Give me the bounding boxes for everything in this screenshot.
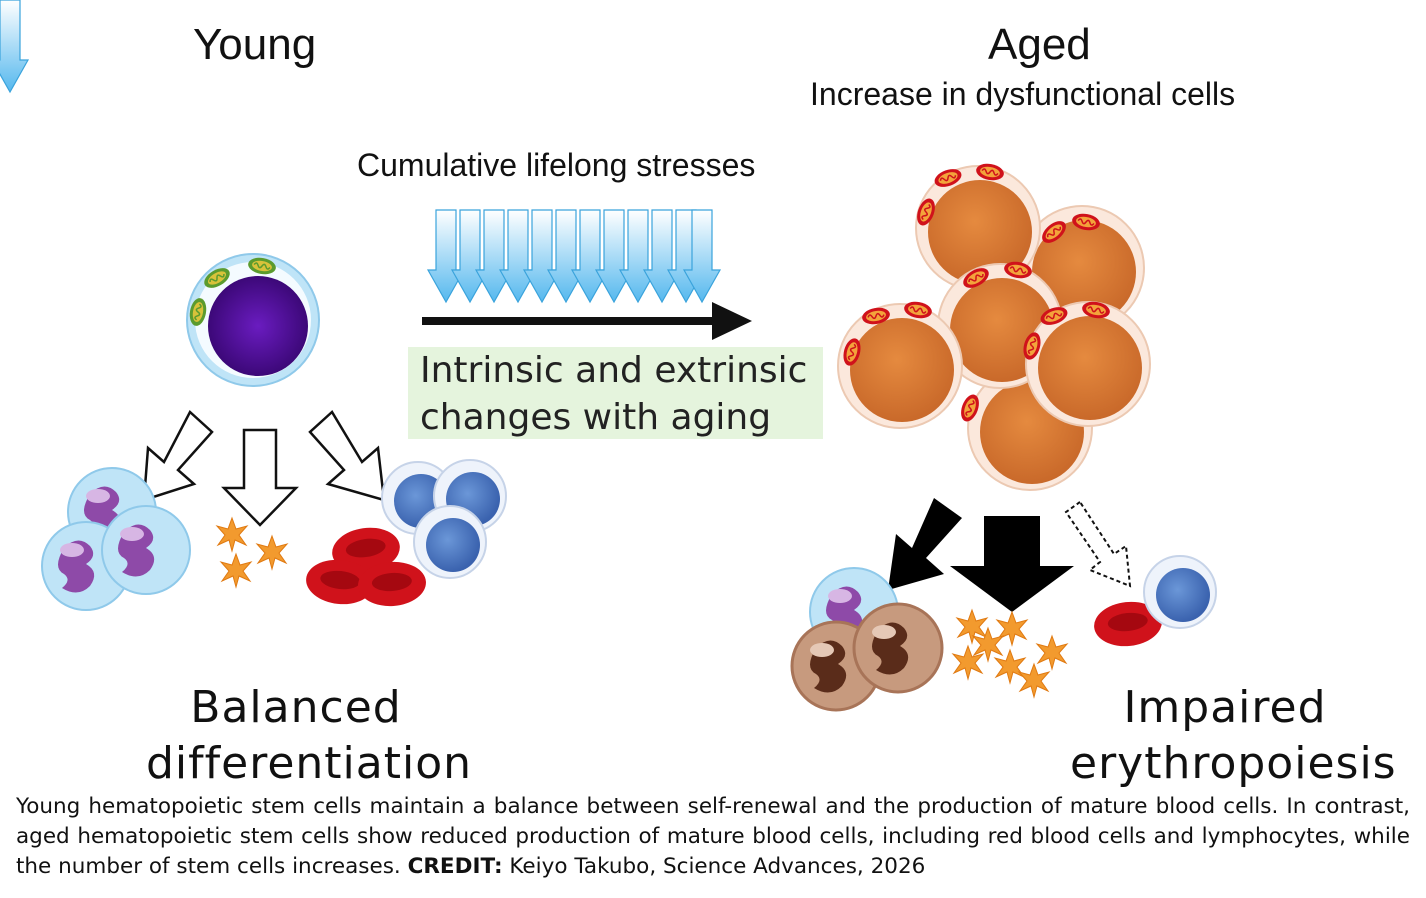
aged-subheading: Increase in dysfunctional cells — [810, 76, 1236, 112]
caption-credit-label: CREDIT: — [407, 854, 503, 879]
aging-changes-box — [408, 347, 823, 439]
timeline-arrow — [422, 302, 752, 340]
aging-changes-label: Intrinsic and extrinsic changes with agi… — [420, 347, 820, 441]
young-differentiation-arrows — [142, 409, 386, 527]
aged-differentiation-arrows — [888, 498, 1132, 612]
aged-stem-cell-cluster-icon — [837, 160, 1151, 491]
balanced-differentiation-label: Balanced differentiation — [146, 680, 473, 792]
impaired-line1: Impaired — [1123, 682, 1327, 733]
caption-text: Young hematopoietic stem cells maintain … — [16, 794, 1410, 879]
young-stem-cell-icon — [186, 253, 320, 387]
red-blood-cell-icon — [303, 523, 428, 609]
aging-changes-line2: changes with aging — [420, 397, 772, 438]
aged-lymphocyte-icon — [1143, 555, 1217, 629]
figure-caption: Young hematopoietic stem cells maintain … — [16, 792, 1410, 882]
impaired-line2: erythropoiesis — [1070, 738, 1397, 789]
balanced-line1: Balanced — [190, 682, 402, 733]
aged-platelet-icon — [952, 609, 1068, 698]
young-heading: Young — [193, 20, 317, 69]
balanced-line2: differentiation — [146, 738, 473, 789]
lymphocyte-icon — [381, 459, 507, 579]
aged-heading: Aged — [988, 20, 1091, 69]
stress-arrows-icon — [0, 0, 721, 303]
stress-label: Cumulative lifelong stresses — [357, 147, 756, 183]
platelet-icon — [216, 517, 288, 588]
caption-credit-value: Keiyo Takubo, Science Advances, 2026 — [509, 854, 926, 879]
impaired-erythropoiesis-label: Impaired erythropoiesis — [1070, 680, 1397, 792]
aging-changes-line1: Intrinsic and extrinsic — [420, 350, 808, 391]
